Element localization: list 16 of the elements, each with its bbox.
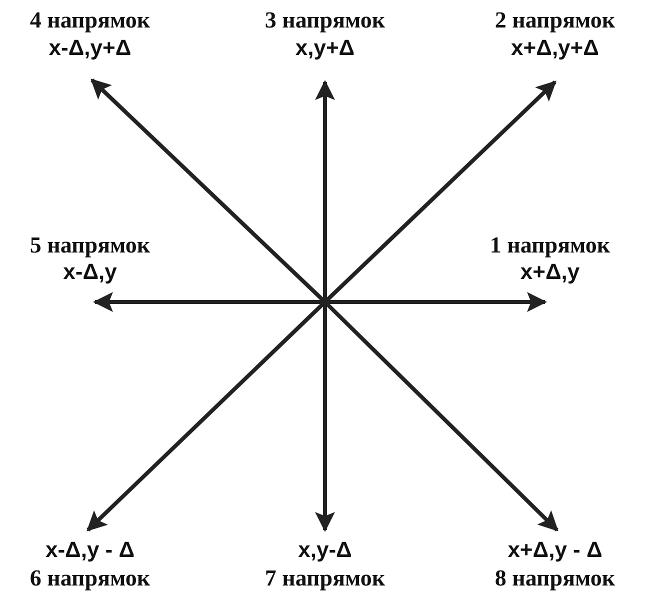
coordinate-label: x-Δ,y	[63, 261, 117, 283]
coordinate-label: x,y+Δ	[295, 37, 355, 59]
direction-label: 6 напрямок	[30, 566, 150, 590]
coordinate-label: x-Δ,y+Δ	[48, 37, 132, 59]
direction-label: 8 напрямок	[494, 566, 616, 590]
coordinate-label: x,y-Δ	[298, 539, 352, 561]
direction-label: 3 напрямок	[264, 8, 386, 32]
coordinate-label: x+Δ,y - Δ	[508, 539, 602, 561]
direction-label: 4 напрямок	[30, 8, 150, 32]
coordinate-label: x+Δ,y+Δ	[511, 37, 599, 59]
coordinate-label: x-Δ,y - Δ	[45, 539, 135, 561]
direction-label: 1 напрямок	[490, 234, 610, 256]
direction-label: 7 напрямок	[264, 566, 386, 590]
direction-label: 2 напрямок	[494, 8, 616, 32]
coordinate-label: x+Δ,y	[520, 261, 580, 283]
direction-label: 5 напрямок	[30, 234, 150, 256]
